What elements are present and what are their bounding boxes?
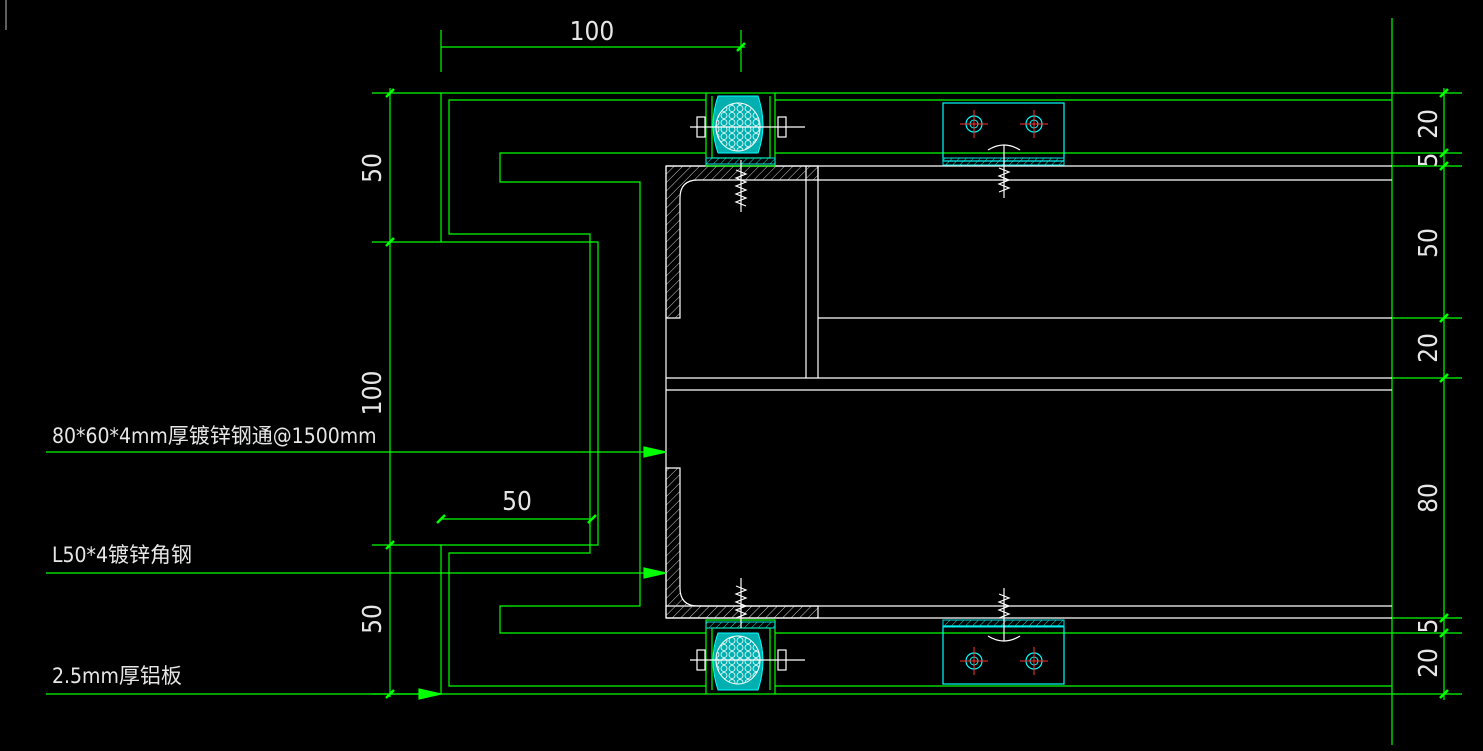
right-dimension-80-text: 80 xyxy=(1414,483,1444,513)
angle-steel-bottom xyxy=(665,467,819,619)
sealant-joint-bottom xyxy=(705,619,776,695)
steel-tube xyxy=(665,165,1392,619)
right-dimension-20-top-text: 20 xyxy=(1414,109,1444,139)
bolt-bottom xyxy=(690,578,805,671)
right-dimension-20-mid-text: 20 xyxy=(1414,333,1444,363)
bracket-top xyxy=(942,102,1065,198)
leader-angle-steel xyxy=(46,567,667,579)
label-steel-tube: 80*60*4mm厚镀锌钢通@1500mm xyxy=(52,424,377,448)
right-dimension-chain xyxy=(1391,18,1462,745)
aluminum-panel-outline xyxy=(440,92,1392,695)
leader-steel-tube xyxy=(46,446,667,458)
right-dimension-20-bottom-text: 20 xyxy=(1414,648,1444,678)
inner-dimension-50 xyxy=(436,514,597,524)
right-dimension-50-text: 50 xyxy=(1414,228,1444,258)
bracket-bottom xyxy=(942,588,1065,685)
left-dimension-upper-text: 50 xyxy=(358,153,388,183)
top-dimension-text: 100 xyxy=(570,17,615,47)
right-dimension-5-top-text: 5 xyxy=(1414,153,1444,168)
label-angle-steel: L50*4镀锌角钢 xyxy=(52,543,192,567)
right-dimension-5-bottom-text: 5 xyxy=(1414,619,1444,634)
left-dimension-middle-text: 100 xyxy=(358,371,388,416)
label-aluminum-panel: 2.5mm厚铝板 xyxy=(52,664,182,688)
bolt-top xyxy=(690,116,805,212)
top-dimension-100 xyxy=(440,30,746,72)
inner-dimension-text: 50 xyxy=(502,487,532,517)
left-dimension-lower-text: 50 xyxy=(358,604,388,634)
leader-aluminum-panel xyxy=(46,688,442,700)
sealant-joint-top xyxy=(705,92,776,167)
angle-steel-top xyxy=(665,165,819,319)
